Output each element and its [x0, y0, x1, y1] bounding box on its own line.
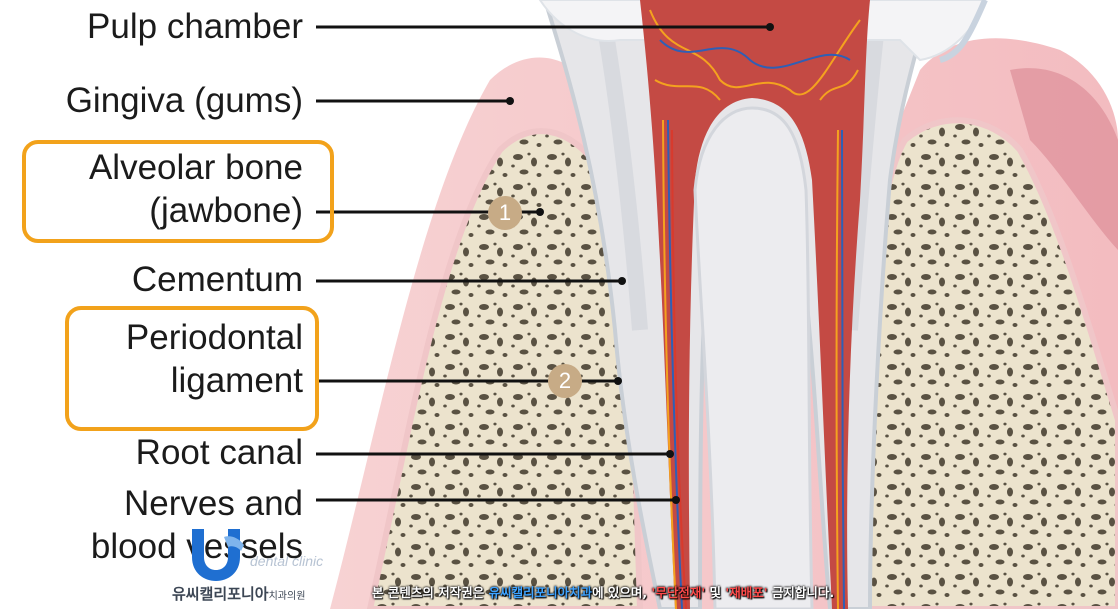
- pulp-chamber-tissue: [640, 0, 870, 609]
- clinic-logo: dental clinic 유씨캘리포니아치과의원: [172, 525, 347, 605]
- copyright-notice: 본 콘텐츠의 저작권은 유씨캘리포니아치과에 있으며, '무단전재' 및 '재배…: [372, 585, 835, 600]
- label-pulp-chamber: Pulp chamber: [87, 7, 303, 46]
- logo-subtitle: dental clinic: [250, 553, 324, 569]
- highlight-box-alveolar-bone: [22, 140, 334, 243]
- label-root-canal: Root canal: [135, 433, 303, 472]
- label-gingiva: Gingiva (gums): [65, 81, 303, 120]
- alveolar-bone-left: [366, 128, 644, 609]
- marker-2: 2: [548, 364, 582, 398]
- label-cementum: Cementum: [131, 260, 303, 299]
- highlight-box-periodontal-ligament: [65, 306, 319, 431]
- logo-korean-name: 유씨캘리포니아치과의원: [172, 585, 306, 603]
- label-alveolar-bone: Alveolar bone(jawbone): [88, 148, 303, 230]
- uc-logo-mark: [192, 529, 244, 581]
- marker-1: 1: [488, 196, 522, 230]
